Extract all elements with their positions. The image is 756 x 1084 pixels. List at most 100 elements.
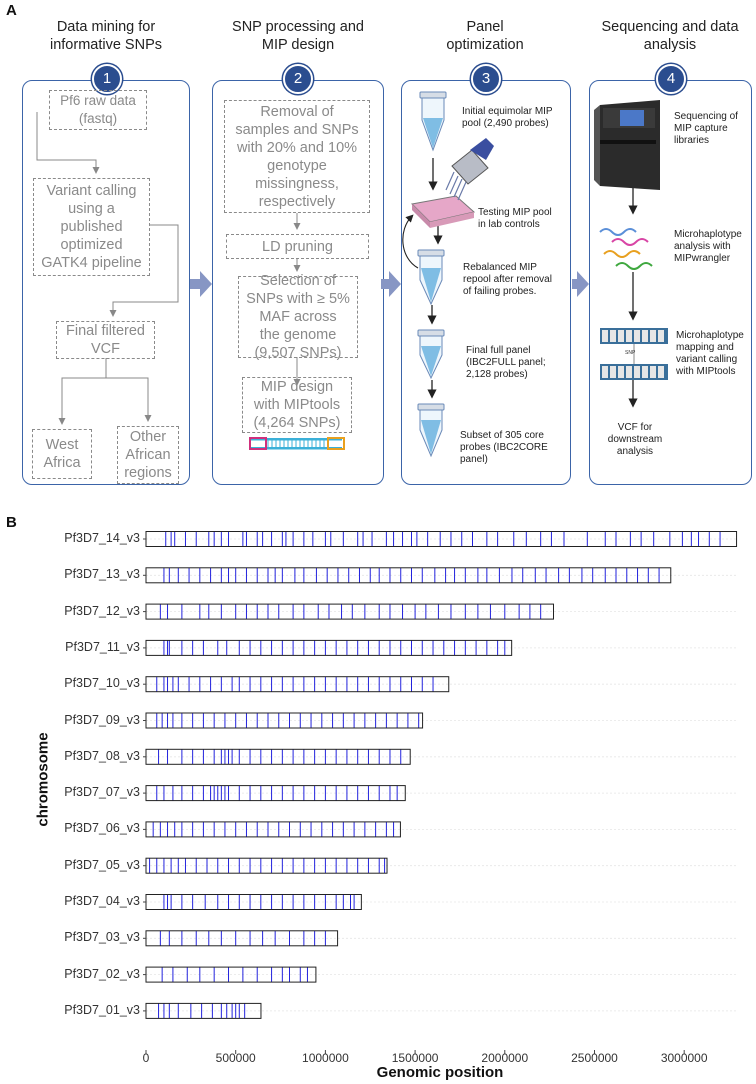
panel-a-letter: A — [6, 2, 17, 19]
chromosome-label: Pf3D7_02_v3 — [64, 966, 140, 981]
initial-pool-text: Initial equimolar MIP pool (2,490 probes… — [462, 106, 570, 130]
seq-line2: MIP capture — [674, 123, 728, 134]
vcf-line2: downstream — [607, 434, 663, 445]
col1-card — [22, 80, 190, 485]
chromosome-label: Pf3D7_01_v3 — [64, 1002, 140, 1017]
col1-title-line1: Data mining for — [56, 19, 156, 35]
x-tick-label: 2500000 — [571, 1051, 618, 1065]
initial-line1: Initial equimolar MIP — [462, 106, 553, 117]
x-tick-label: 3000000 — [660, 1051, 708, 1065]
ld-pruning-label: LD pruning — [262, 238, 333, 255]
dna-strands-icon — [599, 228, 653, 270]
col3-title: Panel optimization — [400, 18, 570, 54]
chromosome-chart — [143, 531, 738, 1054]
x-tick-label: 0 — [142, 1051, 150, 1065]
col2-title-line2: MIP design — [261, 37, 335, 53]
other-line2: African — [125, 447, 171, 463]
vcf-line1: VCF for — [617, 422, 653, 433]
alignment-icon — [600, 328, 668, 380]
calling-line1: Variant calling — [46, 183, 137, 199]
removal-line3: with 20% and 10% — [236, 139, 358, 156]
micro2-line4: with MIPtools — [676, 366, 736, 377]
x-tick-label: 500000 — [215, 1051, 256, 1065]
vcf-text: VCF for downstream analysis — [606, 422, 664, 458]
rebalanced-line2: repool after removal — [463, 274, 552, 285]
chromosome-bar — [145, 639, 513, 656]
removal-line4: genotype — [267, 157, 327, 174]
west-line2: Africa — [43, 455, 81, 471]
mip-probe-icon — [249, 437, 345, 450]
col2-badge: 2 — [283, 64, 313, 94]
removal-line5: missingness, — [255, 175, 339, 192]
tube-icon-3 — [417, 329, 445, 380]
col2-title: SNP processing and MIP design — [210, 18, 386, 54]
block-arrow-2 — [381, 271, 401, 297]
micro1-line2: analysis with — [674, 241, 731, 252]
removal-line1: Removal of — [260, 103, 334, 120]
selection-line4: the genome — [259, 327, 337, 343]
calling-line4: optimized — [60, 237, 123, 253]
chromosome-bar — [145, 567, 672, 584]
microhaplotype-mapping-text: Microhaplotype mapping and variant calli… — [676, 330, 752, 378]
selection-line2: SNPs with ≥ 5% — [246, 291, 350, 307]
mip-line1: MIP design — [260, 379, 334, 395]
mip-line2: with MIPtools — [253, 397, 341, 413]
final-panel-text: Final full panel (IBC2FULL panel; 2,128 … — [466, 345, 570, 381]
col1-title: Data mining for informative SNPs — [22, 18, 190, 54]
chromosome-label: Pf3D7_13_v3 — [64, 567, 140, 582]
panel-a-arrows — [36, 91, 668, 458]
other-line3: regions — [124, 465, 172, 481]
col4-title: Sequencing and data analysis — [586, 18, 754, 54]
chromosome-label: Pf3D7_05_v3 — [64, 857, 140, 872]
sequencer-icon — [594, 100, 660, 190]
col1-badge: 1 — [92, 64, 122, 94]
col4-title-line2: analysis — [643, 37, 697, 53]
raw-data-line1: Pf6 raw data — [60, 93, 136, 108]
x-tick-label: 1500000 — [391, 1051, 439, 1065]
selection-line1: Selection of — [260, 273, 336, 289]
x-tick-label: 2000000 — [481, 1051, 529, 1065]
subset-line3: panel) — [460, 454, 488, 465]
chromosome-label: Pf3D7_14_v3 — [64, 531, 140, 545]
col4-badge: 4 — [656, 64, 686, 94]
removal-box: Removal of samples and SNPs with 20% and… — [224, 100, 370, 213]
ld-pruning-box: LD pruning — [226, 234, 369, 259]
chromosome-label: Pf3D7_06_v3 — [64, 821, 140, 836]
chromosome-label: Pf3D7_04_v3 — [64, 894, 140, 908]
calling-line2: using a — [68, 201, 115, 217]
subset-line1: Subset of 305 core — [460, 430, 544, 441]
block-arrow-3 — [572, 271, 589, 297]
col2-card — [212, 80, 384, 485]
vcf-line3: analysis — [616, 446, 654, 457]
chromosome-label: Pf3D7_09_v3 — [64, 712, 140, 727]
final-vcf-line2: VCF — [90, 341, 120, 357]
removal-line6: respectively — [258, 193, 336, 210]
chromosome-label: Pf3D7_03_v3 — [64, 930, 140, 945]
rebalanced-line3: of failing probes. — [463, 286, 537, 297]
chromosome-label: Pf3D7_12_v3 — [64, 603, 140, 618]
sequencing-text: Sequencing of MIP capture libraries — [674, 111, 752, 147]
x-tick-label: 1000000 — [302, 1051, 349, 1065]
col1-title-line2: informative SNPs — [49, 37, 162, 53]
col4-title-line1: Sequencing and data — [601, 19, 739, 35]
seq-line1: Sequencing of — [674, 111, 738, 122]
col3-badge: 3 — [471, 64, 501, 94]
tube-icon-2 — [417, 249, 445, 306]
final-vcf-line1: Final filtered — [66, 323, 145, 339]
seq-line3: libraries — [674, 135, 710, 146]
x-axis-label: Genomic position — [376, 1064, 504, 1081]
block-arrow-1 — [190, 271, 212, 297]
mip-line3: (4,264 SNPs) — [253, 415, 341, 431]
selection-line5: (9,507 SNPs) — [254, 345, 342, 361]
micro2-line3: variant calling — [676, 354, 738, 365]
final-panel-line1: Final full panel — [466, 345, 531, 356]
selection-box: Selection of SNPs with ≥ 5% MAF across t… — [238, 273, 358, 361]
tube-icon-1 — [419, 91, 447, 152]
selection-line3: MAF across — [259, 309, 337, 325]
microhaplotype-analysis-text: Microhaplotype analysis with MIPwrangler — [674, 229, 752, 265]
west-line1: West — [45, 437, 79, 453]
chromosome-label: Pf3D7_07_v3 — [64, 785, 140, 800]
